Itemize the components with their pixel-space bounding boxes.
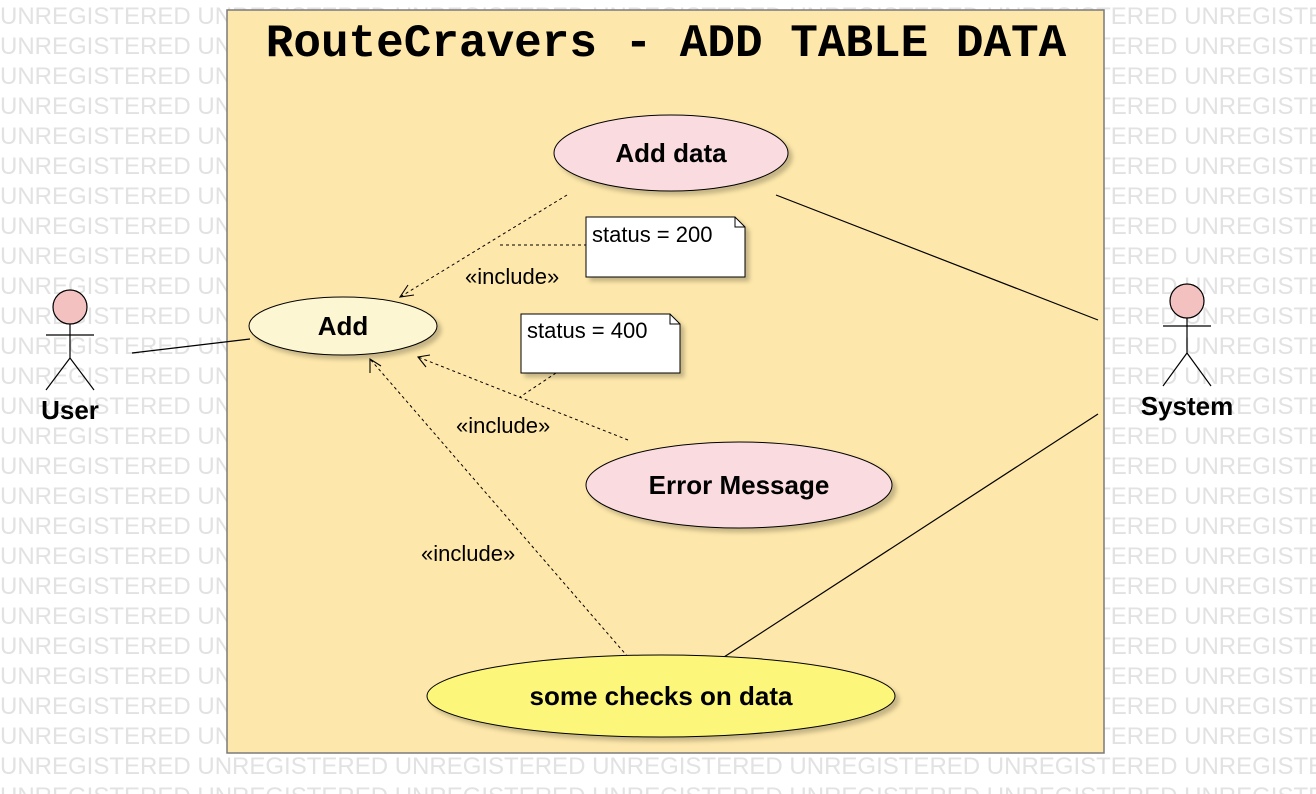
actor-system[interactable] <box>1162 283 1212 387</box>
include-error-to-add <box>416 354 629 441</box>
use-case-error-message[interactable]: Error Message <box>585 441 893 529</box>
watermark-line: UNREGISTERED UNREGISTERED UNREGISTERED U… <box>0 782 1316 794</box>
note-status-200-text: status = 200 <box>592 222 712 247</box>
association-user-add <box>131 338 251 354</box>
actor-user-label: User <box>41 395 99 425</box>
include-label-error: «include» <box>456 413 550 438</box>
note-status-200 <box>585 216 746 278</box>
diagram-title: RouteCravers - ADD TABLE DATA <box>266 18 1067 70</box>
include-add-data-to-add <box>398 194 568 298</box>
include-checks-to-add <box>369 357 629 658</box>
use-case-add[interactable]: Add <box>248 296 438 356</box>
association-checks-system <box>723 413 1099 658</box>
use-case-add-data-label: Add data <box>615 138 727 168</box>
association-add-data-system <box>775 194 1099 321</box>
use-case-add-data[interactable]: Add data <box>553 114 789 192</box>
include-label-checks: «include» <box>421 541 515 566</box>
actor-system-head <box>1169 283 1205 319</box>
actor-user-head <box>52 289 88 325</box>
watermark-line: UNREGISTERED UNREGISTERED UNREGISTERED U… <box>0 753 1316 780</box>
include-label-add-data: «include» <box>465 264 559 289</box>
note-anchor-400 <box>519 372 557 398</box>
use-case-error-message-label: Error Message <box>649 470 830 500</box>
use-case-add-label: Add <box>318 311 369 341</box>
actor-system-label: System <box>1141 391 1234 421</box>
note-status-400-text: status = 400 <box>527 318 647 343</box>
use-case-checks[interactable]: some checks on data <box>426 654 896 738</box>
actor-user[interactable] <box>45 289 95 391</box>
use-case-checks-label: some checks on data <box>530 681 794 711</box>
note-status-400 <box>520 313 681 374</box>
